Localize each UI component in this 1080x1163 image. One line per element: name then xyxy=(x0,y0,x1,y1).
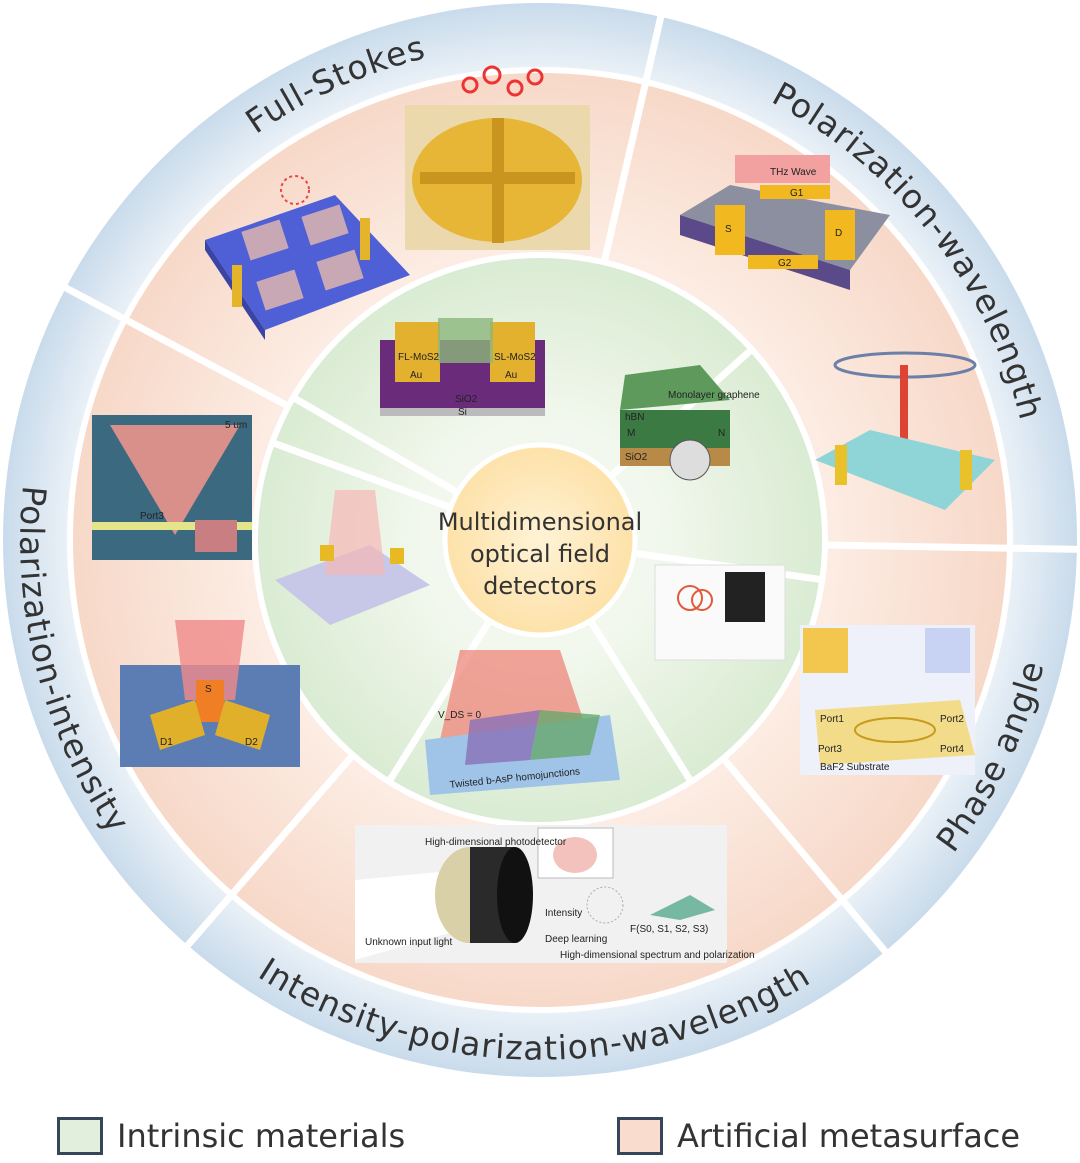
label-port3-phase: Port3 xyxy=(818,744,842,755)
label-m: M xyxy=(627,428,635,439)
label-source: S xyxy=(205,684,212,695)
label-n: N xyxy=(718,428,725,439)
legend-intrinsic-materials: Intrinsic materials xyxy=(57,1117,405,1155)
label-thz-wave: THz Wave xyxy=(770,167,817,178)
label-baf2: BaF2 Substrate xyxy=(820,762,890,773)
outer-separator xyxy=(824,541,1080,553)
legend-label-metasurface: Artificial metasurface xyxy=(677,1117,1021,1155)
panel-phase-device: Port1 Port2 Port3 Port4 BaF2 Substrate xyxy=(800,625,975,775)
label-hd-photodetector: High-dimensional photodetector xyxy=(425,837,567,848)
panel-mos2-device: FL-MoS2 SL-MoS2 Au Au SiO2 Si xyxy=(380,318,545,418)
label-g2: G2 xyxy=(778,258,792,269)
outer-separator xyxy=(179,752,356,954)
panel-split-device xyxy=(275,490,430,625)
diagram: Multidimensional optical field detectors… xyxy=(3,3,1080,1077)
label-hbn: hBN xyxy=(625,412,644,423)
inner-separator xyxy=(587,618,694,784)
center-line-3: detectors xyxy=(483,572,597,600)
legend-label-intrinsic: Intrinsic materials xyxy=(117,1117,406,1155)
label-d1: D1 xyxy=(160,737,173,748)
label-monolayer-graphene: Monolayer graphene xyxy=(668,390,760,401)
panel-thz-device: THz Wave G1 G2 S D xyxy=(680,155,890,290)
label-port1: Port1 xyxy=(820,714,844,725)
panel-bap-device: V_DS = 0 Twisted b-AsP homojunctions xyxy=(425,650,620,795)
label-au-left: Au xyxy=(410,370,422,381)
label-s: S xyxy=(725,224,732,235)
legend-artificial-metasurface: Artificial metasurface xyxy=(617,1117,1020,1155)
outer-separator xyxy=(600,8,667,264)
label-vds: V_DS = 0 xyxy=(438,710,482,721)
label-g1: G1 xyxy=(790,188,804,199)
center-line-1: Multidimensional xyxy=(438,508,642,536)
swatch-metasurface xyxy=(617,1117,663,1155)
swatch-intrinsic xyxy=(57,1117,103,1155)
panel-full-stokes-device-gold xyxy=(405,65,590,250)
panel-helix-device xyxy=(815,351,995,510)
label-sio2: SiO2 xyxy=(455,394,478,405)
label-au-right: Au xyxy=(505,370,517,381)
label-port2: Port2 xyxy=(940,714,964,725)
panel-full-stokes-device-blue xyxy=(205,175,410,340)
outer-separator xyxy=(57,281,291,410)
label-si: Si xyxy=(458,407,467,418)
inner-separator xyxy=(270,439,452,511)
label-stokes-function: F(S0, S1, S2, S3) xyxy=(630,924,708,935)
label-graphene-sio2: SiO2 xyxy=(625,452,648,463)
label-fl-mos2: FL-MoS2 xyxy=(398,352,440,363)
label-d: D xyxy=(835,228,842,239)
label-port3: Port3 xyxy=(140,511,164,522)
panel-high-dimensional-photodetector: High-dimensional photodetector Unknown i… xyxy=(355,825,755,963)
inner-separator xyxy=(291,394,460,496)
label-hd-spectrum: High-dimensional spectrum and polarizati… xyxy=(560,950,755,961)
center-circle xyxy=(442,442,638,638)
inner-separator xyxy=(386,618,493,784)
label-sl-mos2: SL-MoS2 xyxy=(494,352,536,363)
label-intensity: Intensity xyxy=(545,908,582,919)
label-unknown-input-light: Unknown input light xyxy=(365,937,452,948)
center-line-2: optical field xyxy=(470,540,610,568)
panel-triangle-device: Port3 5 um xyxy=(92,415,252,560)
label-port4: Port4 xyxy=(940,744,964,755)
panel-graphene-device: Monolayer graphene hBN M N SiO2 xyxy=(620,365,760,481)
outer-separator xyxy=(720,756,894,960)
label-deep-learning: Deep learning xyxy=(545,934,607,945)
label-d2: D2 xyxy=(245,737,258,748)
panel-fet-device: S D1 D2 xyxy=(120,620,300,767)
panel-oam-device xyxy=(654,564,786,661)
label-scale: 5 um xyxy=(225,420,247,431)
